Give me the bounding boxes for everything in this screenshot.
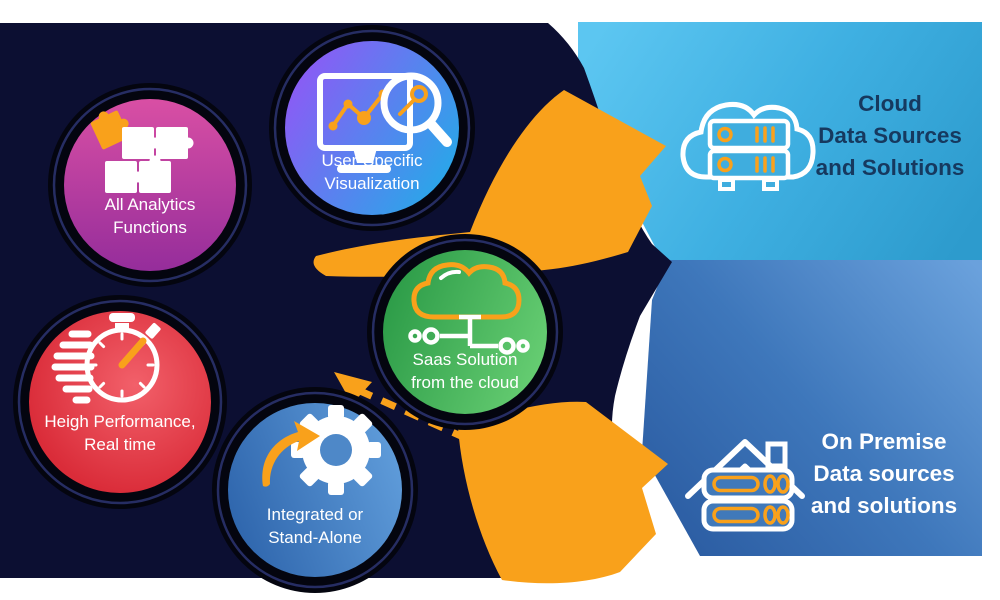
monitor-chart-icon: [317, 72, 452, 173]
stopwatch-icon: [51, 313, 161, 404]
label-integration: Integrated or Stand-Alone: [266, 505, 364, 547]
arrow-to-onpremise-band: [458, 401, 668, 584]
puzzle-icon: [90, 110, 194, 193]
label-saas-solution: Saas Solution from the cloud: [411, 350, 519, 392]
magnifier-icon: [380, 72, 452, 147]
cloud-servers-icon: [680, 102, 816, 191]
label-cloud-band: Cloud Data Sources and Solutions: [815, 91, 965, 180]
circle-saas-solution: [383, 250, 547, 414]
dashed-arrowhead: [334, 372, 372, 404]
label-onpremise-band: On Premise Data sources and solutions: [810, 429, 958, 518]
circle-user-specific: [285, 41, 459, 215]
label-all-analytics: All Analytics Functions: [104, 195, 196, 237]
arrow-to-cloud-band: [313, 90, 666, 277]
swoosh-arrow-icon: [262, 421, 320, 487]
cloud-circuit-icon: [408, 262, 530, 355]
gear-arrow-icon: [262, 405, 381, 495]
label-user-specific: User-Specific Visualization: [321, 151, 423, 193]
label-performance: Heigh Performance, Real time: [44, 412, 196, 454]
speed-lines-icon: [51, 330, 95, 404]
house-servers-icon: [685, 439, 805, 532]
